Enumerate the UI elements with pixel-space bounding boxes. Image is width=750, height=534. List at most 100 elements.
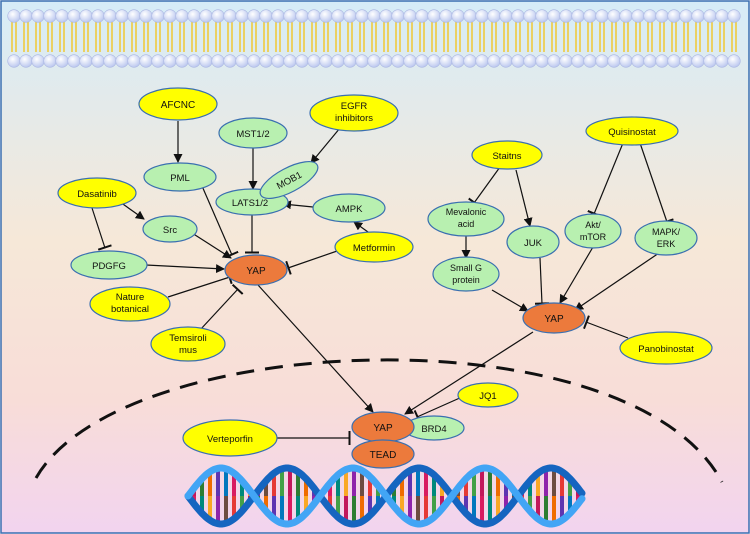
edge-yap-nucleus: [257, 284, 374, 413]
phospholipid-head: [199, 9, 213, 23]
phospholipid-head: [559, 9, 573, 23]
node-metformin: Metformin: [334, 231, 414, 263]
node-staitns-label: Staitns: [492, 151, 521, 162]
phospholipid-head: [559, 54, 573, 68]
dna-base-pair: [360, 470, 364, 496]
dna-base-pair: [544, 496, 548, 524]
dna-base-pair: [536, 473, 540, 496]
node-pml: PML: [143, 162, 217, 192]
dna-base-pair: [272, 473, 276, 496]
phospholipid-head: [211, 9, 225, 23]
phospholipid-head: [271, 9, 285, 23]
phospholipid-head: [91, 9, 105, 23]
phospholipid-head: [103, 54, 117, 68]
dna-base-pair: [272, 496, 276, 519]
dna-base-pair: [568, 496, 572, 514]
dna-base-pair: [488, 496, 492, 524]
phospholipid-head: [19, 54, 33, 68]
dna-base-pair: [288, 468, 292, 496]
dna-base-pair: [208, 471, 212, 496]
node-mob1: MOB1: [259, 161, 319, 199]
phospholipid-head: [691, 9, 705, 23]
phospholipid-head: [259, 9, 273, 23]
dna-base-pair: [344, 469, 348, 496]
phospholipid-head: [187, 9, 201, 23]
phospholipid-head: [367, 54, 381, 68]
dna-base-pair: [264, 480, 268, 496]
phospholipid-head: [403, 9, 417, 23]
dna-base-pair: [232, 496, 236, 519]
node-yap-cytoplasm-right: YAP: [522, 302, 586, 334]
phospholipid-head: [235, 54, 249, 68]
phospholipid-head: [247, 54, 261, 68]
dna-base-pair: [352, 496, 356, 524]
dna-base-pair: [568, 478, 572, 496]
dna-double-helix: [184, 464, 586, 528]
dna-base-pair: [440, 496, 444, 509]
edge-akt-yap: [559, 246, 594, 304]
phospholipid-head: [139, 9, 153, 23]
edge-quisinostat-akt: [587, 142, 624, 218]
phospholipid-head: [679, 9, 693, 23]
edge-jq1-brd4: [413, 396, 463, 424]
node-yap-right-label: YAP: [544, 314, 564, 325]
node-juk: JUK: [506, 225, 560, 259]
node-afcnc: AFCNC: [138, 87, 218, 121]
phospholipid-head: [583, 9, 597, 23]
node-akt-label-1: Akt/: [585, 220, 601, 230]
node-juk-label: JUK: [524, 238, 543, 249]
phospholipid-head: [7, 9, 21, 23]
node-panobinostat-label: Panobinostat: [638, 344, 694, 355]
node-temsiroli-label-1: Temsiroli: [169, 333, 206, 344]
node-yap-nucleus-label: YAP: [373, 423, 393, 434]
phospholipid-head: [595, 54, 609, 68]
phospholipid-head: [379, 54, 393, 68]
dna-base-pair: [400, 476, 404, 496]
dna-base-pair: [408, 470, 412, 496]
phospholipid-head: [343, 9, 357, 23]
dna-base-pair: [424, 469, 428, 496]
node-ampk-label: AMPK: [336, 204, 364, 215]
phospholipid-head: [103, 9, 117, 23]
phospholipid-head: [511, 9, 525, 23]
phospholipid-head: [463, 9, 477, 23]
phospholipid-head: [439, 54, 453, 68]
phospholipid-head: [655, 9, 669, 23]
node-egfr-inhibitors: EGFR inhibitors: [309, 94, 399, 132]
phospholipid-head: [643, 54, 657, 68]
phospholipid-head: [607, 54, 621, 68]
dna-base-pair: [496, 496, 500, 519]
phospholipid-head: [643, 9, 657, 23]
dna-base-pair: [552, 496, 556, 524]
dna-base-pair: [224, 496, 228, 524]
node-pdgfg-label: PDGFG: [92, 261, 126, 272]
phospholipid-head: [331, 9, 345, 23]
phospholipid-head: [175, 54, 189, 68]
phospholipid-head: [139, 54, 153, 68]
phospholipid-head: [463, 54, 477, 68]
phospholipid-head: [403, 54, 417, 68]
phospholipid-head: [451, 54, 465, 68]
phospholipid-head: [115, 9, 129, 23]
phospholipid-head: [343, 54, 357, 68]
phospholipid-head: [523, 9, 537, 23]
edge-egfr-mob1: [310, 127, 341, 164]
phospholipid-head: [7, 54, 21, 68]
dna-base-pair: [344, 496, 348, 523]
phospholipid-head: [547, 54, 561, 68]
dna-base-pair: [336, 496, 340, 518]
node-nature-label-1: Nature: [116, 292, 145, 303]
node-mapk-erk: MAPK/ ERK: [634, 220, 698, 256]
node-panobinostat: Panobinostat: [619, 331, 713, 365]
phospholipid-head: [523, 54, 537, 68]
dna-base-pair: [480, 468, 484, 496]
dna-base-pair: [200, 478, 204, 496]
phospholipid-head: [163, 54, 177, 68]
dna-base-pair: [216, 496, 220, 524]
phospholipid-head: [91, 54, 105, 68]
phospholipid-head: [415, 54, 429, 68]
node-mevalonic-label-1: Mevalonic: [446, 207, 487, 217]
phospholipid-head: [127, 9, 141, 23]
dna-base-pair: [288, 496, 292, 524]
phospholipid-head: [511, 54, 525, 68]
